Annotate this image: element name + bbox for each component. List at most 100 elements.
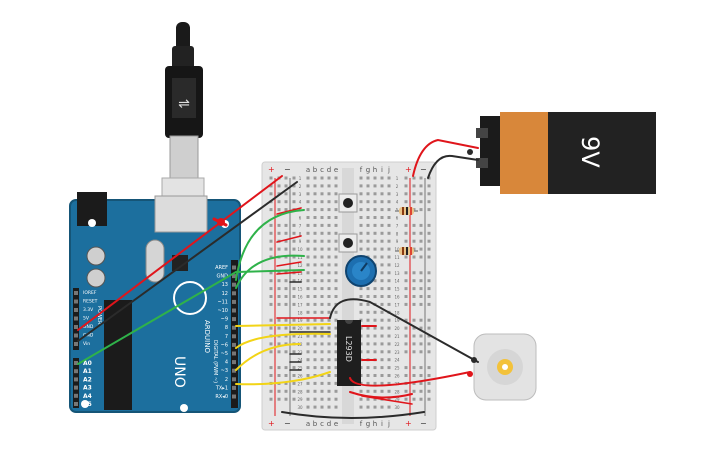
breadboard-hole: [359, 397, 363, 401]
breadboard-hole: [334, 216, 338, 219]
breadboard-hole: [327, 334, 331, 338]
digital-pin-label: 2: [225, 377, 228, 383]
breadboard-hole: [306, 223, 310, 227]
rail-hole: [419, 342, 423, 346]
breadboard-hole: [366, 208, 370, 212]
breadboard-hole: [387, 223, 391, 227]
digital-pin-label: 12: [222, 291, 228, 297]
rail-hole: [419, 231, 423, 235]
rail-hole: [412, 223, 416, 227]
wire-yellow-9: [235, 323, 331, 327]
power-pin-label: IOREF: [83, 290, 97, 296]
analog-pin-label: A3: [83, 385, 92, 392]
breadboard-hole: [373, 287, 377, 291]
breadboard-hole: [320, 397, 324, 401]
breadboard-hole: [327, 318, 331, 322]
breadboard-hole: [373, 184, 377, 188]
breadboard-hole: [320, 318, 324, 322]
rail-hole: [277, 231, 281, 235]
rail-hole: [269, 342, 273, 346]
rail-hole: [284, 192, 288, 196]
breadboard-hole: [313, 287, 317, 291]
rail-hole: [427, 374, 431, 377]
rail-hole: [404, 366, 408, 370]
breadboard-hole: [373, 405, 377, 409]
rail-hole: [419, 239, 423, 243]
breadboard-hole: [313, 381, 317, 385]
breadboard-hole: [373, 200, 377, 204]
breadboard-hole: [387, 334, 391, 338]
breadboard-hole: [380, 231, 384, 235]
rail-hole: [292, 374, 296, 377]
digital-pin-label: ~11: [217, 299, 228, 305]
breadboard-hole: [373, 389, 377, 393]
rail-hole: [292, 247, 296, 251]
breadboard-hole: [320, 200, 324, 204]
rail-hole: [404, 184, 408, 188]
breadboard-hole: [380, 279, 384, 283]
breadboard-hole: [306, 397, 310, 401]
breadboard-hole: [387, 287, 391, 291]
header-pin: [232, 317, 236, 322]
breadboard-hole: [320, 342, 324, 346]
breadboard-hole: [320, 239, 324, 243]
rail-minus-bottom-left: −: [284, 419, 291, 428]
breadboard-hole: [373, 326, 377, 330]
column-label: d: [327, 420, 331, 428]
breadboard-hole: [313, 326, 317, 330]
atmega-chip: [104, 300, 132, 410]
column-label: f: [360, 166, 363, 174]
rail-hole: [292, 389, 296, 393]
rail-plus-top-left: +: [268, 165, 275, 174]
rail-hole: [292, 381, 296, 385]
analog-header: [73, 358, 79, 408]
rail-hole: [404, 223, 408, 227]
header-pin: [74, 299, 78, 304]
rail-hole: [404, 342, 408, 346]
breadboard-hole: [320, 271, 324, 275]
rail-hole: [269, 350, 273, 354]
breadboard-hole: [373, 366, 377, 370]
breadboard-hole: [373, 381, 377, 385]
rail-hole: [284, 374, 288, 377]
breadboard-hole: [334, 184, 338, 188]
header-pin: [74, 393, 78, 398]
rail-hole: [419, 271, 423, 275]
breadboard-hole: [327, 192, 331, 196]
breadboard-hole: [380, 255, 384, 259]
row-number: 6: [396, 216, 399, 221]
breadboard-hole: [359, 287, 363, 291]
rail-hole: [427, 318, 431, 322]
analog-pin-label: A0: [83, 360, 92, 367]
breadboard-hole: [380, 247, 384, 251]
breadboard-hole: [313, 200, 317, 204]
breadboard-hole: [380, 381, 384, 385]
digital-pin-label: 7: [225, 334, 228, 340]
breadboard-hole: [334, 318, 338, 322]
rail-hole: [427, 350, 431, 354]
rail-hole: [419, 366, 423, 370]
row-number: 25: [394, 366, 400, 371]
header-pin: [232, 308, 236, 313]
breadboard-hole: [387, 295, 391, 298]
breadboard-hole: [327, 223, 331, 227]
breadboard-hole: [380, 334, 384, 338]
rail-hole: [269, 176, 273, 180]
breadboard-hole: [334, 326, 338, 330]
breadboard-hole: [327, 271, 331, 275]
rail-hole: [404, 389, 408, 393]
breadboard-hole: [366, 318, 370, 322]
breadboard-hole: [359, 208, 363, 212]
column-label: f: [360, 420, 363, 428]
column-label: c: [320, 420, 324, 428]
rail-hole: [404, 302, 408, 306]
rail-hole: [277, 295, 281, 298]
rail-hole: [269, 231, 273, 235]
breadboard-hole: [306, 295, 310, 298]
rail-hole: [284, 381, 288, 385]
rail-hole: [292, 302, 296, 306]
breadboard-hole: [313, 216, 317, 219]
power-pin-label: 3.3V: [83, 307, 94, 313]
breadboard-hole: [306, 381, 310, 385]
